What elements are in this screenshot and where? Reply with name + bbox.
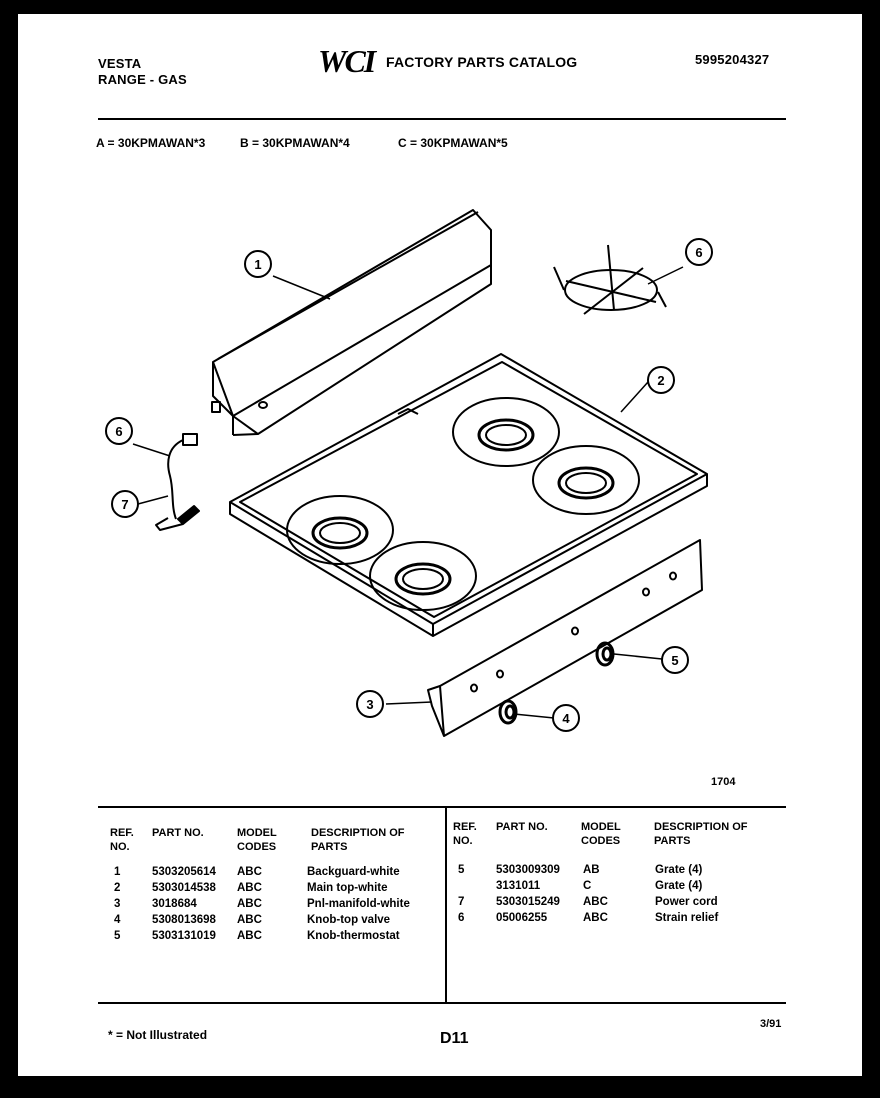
catalog-number: 5995204327 bbox=[695, 52, 770, 67]
ref-cell: 2 bbox=[114, 882, 121, 894]
description-header-right: DESCRIPTION OF PARTS bbox=[654, 821, 748, 847]
codes-cell: ABC bbox=[237, 914, 262, 926]
description-cell: Pnl-manifold-white bbox=[307, 898, 410, 910]
description-header-left: DESCRIPTION OF PARTS bbox=[311, 827, 405, 853]
power-cord-drawing bbox=[155, 433, 200, 531]
callout-1: 1 bbox=[254, 257, 261, 272]
part-cell: 5308013698 bbox=[152, 914, 216, 926]
codes-cell: ABC bbox=[237, 930, 262, 942]
callout-3: 3 bbox=[366, 697, 373, 712]
revision-date: 3/91 bbox=[760, 1018, 782, 1030]
ref-cell: 5 bbox=[114, 930, 121, 942]
codes-cell: C bbox=[583, 880, 592, 892]
ref-no-header-left: REF. NO. bbox=[110, 827, 134, 853]
exploded-parts-diagram: 1 2 3 4 5 6 6 7 bbox=[105, 209, 713, 737]
part-cell: 5303131019 bbox=[152, 930, 216, 942]
codes-cell: ABC bbox=[237, 898, 262, 910]
description-cell: Knob-thermostat bbox=[307, 930, 400, 942]
callout-6-grate: 6 bbox=[695, 245, 702, 260]
part-no-header-right: PART NO. bbox=[496, 821, 548, 833]
product-type: RANGE - GAS bbox=[98, 72, 187, 87]
codes-cell: AB bbox=[583, 864, 600, 876]
codes-cell: ABC bbox=[583, 896, 608, 908]
model-c: C = 30KPMAWAN*5 bbox=[398, 136, 508, 150]
catalog-page: VESTA RANGE - GAS WCI FACTORY PARTS CATA… bbox=[18, 14, 862, 1076]
table-top-rule bbox=[98, 806, 786, 808]
codes-cell: ABC bbox=[583, 912, 608, 924]
part-cell: 3131011 bbox=[496, 880, 541, 892]
grate-drawing bbox=[553, 244, 667, 315]
drawing-number: 1704 bbox=[711, 776, 736, 788]
ref-no-header-right: REF. NO. bbox=[453, 821, 477, 847]
ref-cell: 1 bbox=[114, 866, 121, 878]
description-cell: Grate (4) bbox=[655, 864, 703, 876]
part-cell: 05006255 bbox=[496, 912, 548, 924]
model-b: B = 30KPMAWAN*4 bbox=[240, 136, 350, 150]
table-divider bbox=[445, 808, 447, 1004]
wci-logo: WCI bbox=[318, 43, 376, 79]
ref-cell: 4 bbox=[114, 914, 121, 926]
description-cell: Grate (4) bbox=[655, 880, 703, 892]
header-rule bbox=[98, 118, 786, 120]
backguard-drawing bbox=[211, 209, 492, 436]
ref-cell: 5 bbox=[458, 864, 465, 876]
burner-rings bbox=[286, 397, 640, 611]
manifold-panel-drawing bbox=[427, 539, 703, 737]
model-codes-header-left: MODEL CODES bbox=[237, 827, 277, 853]
callout-circles bbox=[105, 238, 713, 732]
not-illustrated-note: * = Not Illustrated bbox=[108, 1028, 208, 1042]
catalog-title: FACTORY PARTS CATALOG bbox=[386, 54, 578, 70]
ref-cell: 6 bbox=[458, 912, 465, 924]
part-cell: 3018684 bbox=[152, 898, 197, 910]
callout-2: 2 bbox=[657, 373, 664, 388]
part-cell: 5303015249 bbox=[496, 896, 560, 908]
codes-cell: ABC bbox=[237, 882, 262, 894]
page-code: D11 bbox=[440, 1030, 469, 1047]
description-cell: Main top-white bbox=[307, 882, 388, 894]
knob-drawings bbox=[498, 641, 615, 725]
description-cell: Knob-top valve bbox=[307, 914, 391, 926]
leader-lines bbox=[132, 266, 684, 719]
description-cell: Strain relief bbox=[655, 912, 719, 924]
description-cell: Power cord bbox=[655, 896, 718, 908]
model-codes-header-right: MODEL CODES bbox=[581, 821, 621, 847]
callout-4: 4 bbox=[562, 711, 570, 726]
codes-cell: ABC bbox=[237, 866, 262, 878]
ref-cell: 7 bbox=[458, 896, 465, 908]
part-cell: 5303009309 bbox=[496, 864, 560, 876]
ref-cell: 3 bbox=[114, 898, 121, 910]
callout-7: 7 bbox=[121, 497, 128, 512]
callout-6-strain-relief: 6 bbox=[115, 424, 122, 439]
part-cell: 5303205614 bbox=[152, 866, 216, 878]
part-no-header-left: PART NO. bbox=[152, 827, 204, 839]
model-a: A = 30KPMAWAN*3 bbox=[96, 136, 206, 150]
part-cell: 5303014538 bbox=[152, 882, 216, 894]
description-cell: Backguard-white bbox=[307, 866, 400, 878]
callout-5: 5 bbox=[671, 653, 678, 668]
table-bottom-rule bbox=[98, 1002, 786, 1004]
brand-name: VESTA bbox=[98, 56, 142, 71]
